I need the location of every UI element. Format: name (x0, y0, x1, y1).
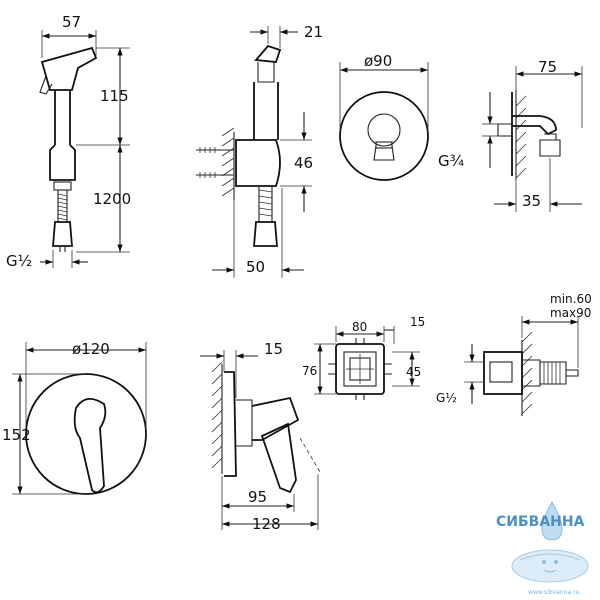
dim-side-top: 21 (304, 23, 323, 41)
shower-side-view: 21 46 50 (196, 23, 323, 278)
dim-shower-width: 57 (62, 13, 81, 31)
brand-name: СИБВАННА (496, 514, 585, 530)
dim-box-inner: 45 (406, 365, 421, 379)
mixer-side-view: 15 95 128 (200, 340, 321, 533)
dim-box-thread: G½ (436, 391, 457, 405)
dim-box-width: 80 (352, 320, 367, 334)
rosette-front-view: ø90 (339, 52, 429, 181)
dim-side-depth: 50 (246, 258, 265, 276)
dim-hose-length: 1200 (93, 190, 131, 208)
dim-holder-depth: 35 (522, 192, 541, 210)
dim-shower-height: 115 (100, 87, 129, 105)
mixer-front-view: ø120 152 (2, 340, 147, 495)
dim-mixer-dia: ø120 (72, 340, 110, 358)
concealed-box-front-view: 80 15 76 45 (302, 315, 425, 400)
dim-rosette-dia: ø90 (364, 52, 392, 70)
dim-lever-total: 128 (252, 515, 281, 533)
dim-wall-min: min.60 (550, 292, 592, 306)
dim-side-height: 46 (294, 154, 313, 172)
dim-holder-width: 75 (538, 58, 557, 76)
concealed-box-side-view: min.60 max90 G½ (436, 292, 592, 416)
dim-mixer-height: 152 (2, 426, 31, 444)
hand-shower-front-view: 57 115 1200 G½ (6, 13, 131, 270)
dim-lever-top: 15 (264, 340, 283, 358)
dim-hose-thread: G½ (6, 252, 32, 270)
brand-url: www.sibvanna.ru (528, 589, 580, 596)
dim-wall-max: max90 (550, 306, 591, 320)
dim-lever-depth: 95 (248, 488, 267, 506)
brand-watermark: СИБВАННА www.sibvanna.ru (496, 500, 589, 596)
dim-box-margin: 15 (410, 315, 425, 329)
dim-box-height: 76 (302, 364, 317, 378)
holder-side-view: 75 G¾ 35 (438, 58, 583, 212)
dim-holder-thread: G¾ (438, 152, 465, 170)
